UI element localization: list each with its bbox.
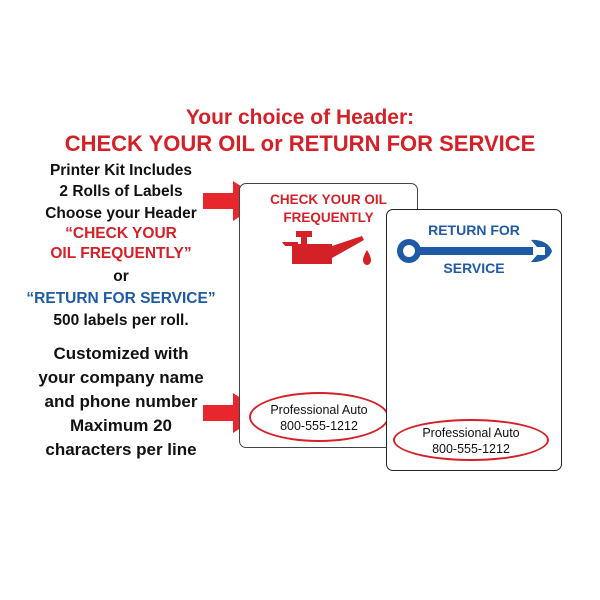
- kit-line-oil-header: OIL FREQUENTLY”: [50, 245, 192, 262]
- company-oval: Professional Auto 800-555-1212: [393, 419, 549, 461]
- company-name: Professional Auto: [422, 426, 520, 440]
- custom-line: Customized with: [53, 344, 189, 363]
- custom-line: and phone number: [44, 392, 198, 411]
- custom-line: Maximum 20: [69, 416, 173, 435]
- company-oval: Professional Auto 800-555-1212: [249, 392, 389, 442]
- oil-can-icon: [282, 231, 371, 265]
- header-line-1: Your choice of Header:: [185, 106, 415, 129]
- company-phone: 800-555-1212: [280, 419, 358, 433]
- kit-line: 500 labels per roll.: [53, 312, 189, 329]
- header-line-2: CHECK YOUR OIL or RETURN FOR SERVICE: [64, 131, 536, 156]
- kit-line: Printer Kit Includes: [49, 162, 193, 179]
- kit-line-service-header: “RETURN FOR SERVICE”: [26, 290, 216, 307]
- custom-line: characters per line: [45, 440, 197, 459]
- kit-line: Choose your Header: [45, 205, 197, 222]
- wrench-icon: [397, 239, 552, 263]
- kit-line-oil-header: “CHECK YOUR: [65, 225, 177, 242]
- kit-line-or: or: [113, 268, 129, 285]
- service-label-title-line-1: RETURN FOR: [428, 222, 520, 238]
- oil-label-title-line-1: CHECK YOUR OIL: [270, 192, 387, 207]
- label-return-for-service: RETURN FOR SERVICE Professional Auto 800…: [386, 209, 562, 471]
- oil-label-title-line-2: FREQUENTLY: [283, 210, 374, 225]
- arrow-right-icon: [203, 393, 264, 433]
- custom-line: your company name: [38, 368, 204, 387]
- service-label-title-line-2: SERVICE: [443, 260, 505, 276]
- arrow-right-icon: [203, 181, 264, 221]
- kit-line: 2 Rolls of Labels: [59, 183, 183, 200]
- company-phone: 800-555-1212: [432, 442, 510, 456]
- company-name: Professional Auto: [270, 403, 368, 417]
